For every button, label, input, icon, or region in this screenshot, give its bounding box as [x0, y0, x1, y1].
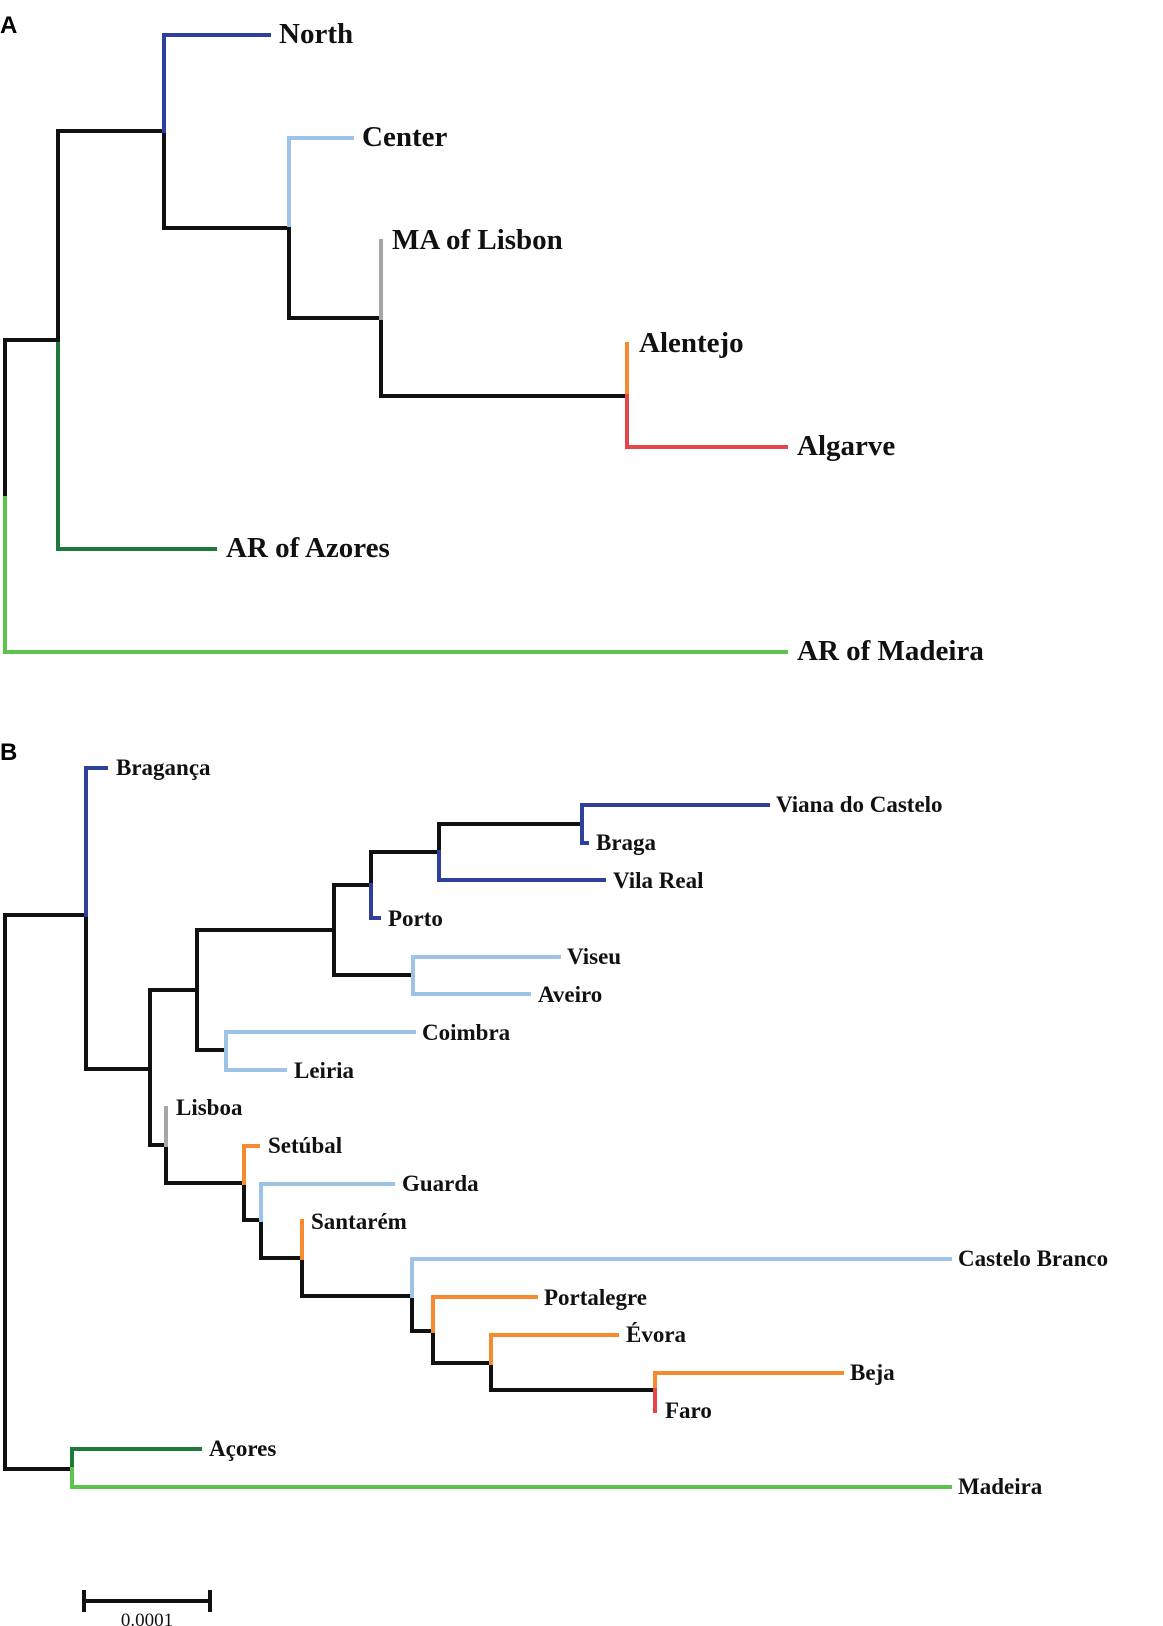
leaf-label-beja: Beja	[850, 1360, 895, 1385]
branch-b-coimbra	[224, 1030, 416, 1052]
leaf-label-acores: Açores	[209, 1436, 276, 1461]
branch-b-n1	[84, 913, 152, 1071]
scale-bar-label: 0.0001	[121, 1610, 173, 1626]
branch-b-guarda	[259, 1182, 395, 1222]
leaf-label-vila-real: Vila Real	[613, 868, 704, 893]
leaf-label-braga: Braga	[596, 830, 657, 855]
leaf-label-portalegre: Portalegre	[544, 1285, 647, 1310]
leaf-label-ar-of-azores: AR of Azores	[226, 532, 390, 564]
leaf-label-braganca: Bragança	[116, 755, 211, 780]
leaf-label-setubal: Setúbal	[268, 1133, 342, 1158]
leaf-label-algarve: Algarve	[797, 430, 895, 462]
branch-b-aveiro	[411, 973, 531, 996]
panel-a-label: A	[0, 12, 17, 39]
branch-a-madeira	[3, 496, 788, 654]
leaf-label-ma-of-lisbon: MA of Lisbon	[392, 224, 563, 256]
leaf-label-porto: Porto	[388, 906, 443, 931]
branch-b-n5	[332, 928, 415, 977]
branch-b-setubal	[242, 1144, 260, 1185]
branch-b-viana	[580, 803, 770, 826]
leaf-label-leiria: Leiria	[294, 1058, 355, 1083]
leaf-label-coimbra: Coimbra	[422, 1020, 511, 1045]
branch-b-madeira	[70, 1467, 952, 1489]
leaf-label-ar-of-madeira: AR of Madeira	[797, 635, 984, 667]
leaf-label-center: Center	[362, 121, 447, 153]
branch-b-vilareal	[437, 850, 606, 882]
branch-a-node1	[56, 129, 166, 346]
branch-a-north	[162, 33, 271, 133]
branch-b-acores	[70, 1447, 202, 1471]
branch-b-braganca	[84, 766, 108, 917]
branch-b-n3	[148, 1067, 168, 1147]
branch-b-castelobranco	[410, 1257, 952, 1298]
branch-a-root-up	[3, 338, 60, 500]
panel-b-label: B	[0, 739, 17, 766]
branch-b-n7	[164, 1143, 657, 1392]
branch-b-leiria	[224, 1048, 287, 1072]
branch-b-root	[3, 913, 88, 1471]
branch-a-azores	[56, 342, 217, 551]
leaf-label-viana-do-castelo: Viana do Castelo	[776, 792, 943, 817]
branch-b-portalegre	[431, 1295, 538, 1333]
leaf-label-evora: Évora	[626, 1322, 687, 1347]
branch-b-viseu	[411, 955, 561, 977]
branch-b-n2	[148, 988, 199, 1071]
branch-a-algarve	[625, 394, 788, 449]
leaf-label-guarda: Guarda	[402, 1171, 479, 1196]
branch-a-center	[287, 136, 354, 227]
branch-a-node2	[162, 129, 629, 398]
scale-bar: 0.0001	[82, 1590, 212, 1626]
branch-b-evora	[489, 1333, 619, 1365]
branch-b-porto	[369, 883, 381, 920]
leaf-label-aveiro: Aveiro	[538, 982, 602, 1007]
branch-b-beja	[653, 1371, 844, 1392]
branch-b-braga	[580, 822, 589, 845]
leaf-label-castelo-branco: Castelo Branco	[958, 1246, 1108, 1271]
leaf-label-santarem: Santarém	[311, 1209, 407, 1234]
leaf-label-viseu: Viseu	[567, 944, 621, 969]
leaf-label-faro: Faro	[665, 1398, 712, 1423]
leaf-label-lisboa: Lisboa	[176, 1095, 243, 1120]
branch-b-n6	[195, 988, 228, 1052]
leaf-label-alentejo: Alentejo	[639, 327, 744, 359]
leaf-label-madeira: Madeira	[958, 1474, 1043, 1499]
leaf-label-north: North	[279, 18, 353, 50]
